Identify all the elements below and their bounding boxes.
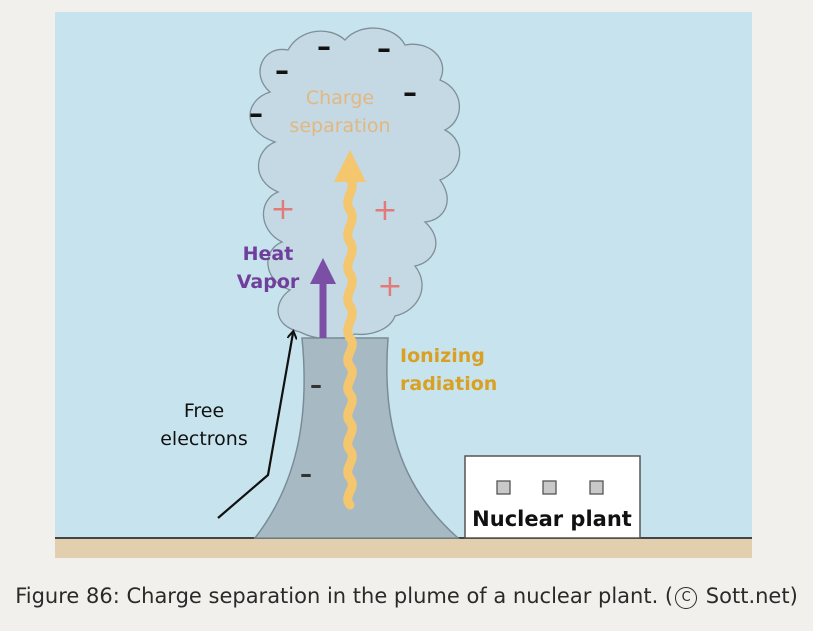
plus-sign: +	[372, 193, 397, 228]
plus-sign: +	[270, 192, 295, 227]
plus-sign: +	[377, 269, 402, 304]
minus-sign: –	[249, 97, 263, 130]
cooling-tower	[253, 337, 460, 539]
minus-sign: –	[317, 30, 331, 63]
radiation-label: radiation	[400, 373, 497, 395]
free-electrons-arrow	[217, 333, 293, 519]
nuclear-plant-label: Nuclear plant	[472, 507, 632, 531]
vapor-label: Vapor	[237, 271, 300, 293]
plant-window	[589, 480, 604, 495]
plant-window	[542, 480, 557, 495]
free-label: Free	[184, 400, 224, 422]
caption-source: Sott.net)	[699, 584, 798, 608]
radiation-wave-in-tower	[343, 333, 357, 510]
radiation-arrow-head	[334, 150, 366, 182]
minus-sign: –	[310, 371, 322, 399]
charge-separation-label-line1: Charge	[306, 87, 374, 109]
minus-sign: –	[275, 54, 289, 87]
figure-caption: Figure 86: Charge separation in the plum…	[0, 584, 813, 609]
ionizing-label: Ionizing	[400, 345, 485, 367]
copyright-icon: C	[675, 587, 698, 609]
ground	[55, 538, 752, 558]
minus-sign: –	[300, 460, 312, 488]
radiation-wave-in-plume	[343, 173, 357, 343]
charge-separation-label-line2: separation	[289, 115, 390, 137]
heat-vapor-arrow-head	[310, 258, 336, 284]
nuclear-plant-building	[464, 455, 641, 539]
caption-text: Figure 86: Charge separation in the plum…	[15, 584, 674, 608]
plant-window	[496, 480, 511, 495]
heat-label: Heat	[243, 243, 294, 265]
minus-sign: –	[403, 76, 417, 109]
electrons-label: electrons	[160, 428, 248, 450]
minus-sign: –	[377, 32, 391, 65]
